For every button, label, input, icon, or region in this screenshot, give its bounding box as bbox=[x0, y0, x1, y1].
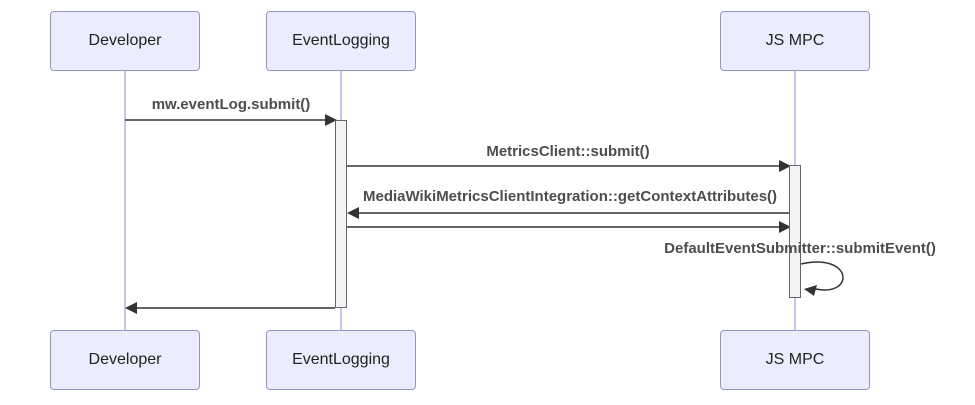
actor-label: EventLogging bbox=[292, 32, 390, 49]
actor-label: Developer bbox=[88, 32, 162, 49]
activation-bar-eventlogging bbox=[335, 120, 347, 308]
actor-jsmpc-bottom: JS MPC bbox=[720, 330, 870, 390]
actor-eventlogging-top: EventLogging bbox=[266, 11, 416, 71]
arrowhead-left-icon bbox=[125, 302, 137, 314]
arrowhead-right-icon bbox=[779, 221, 791, 233]
message-label-getcontextattributes: MediaWikiMetricsClientIntegration::getCo… bbox=[362, 188, 778, 205]
arrowhead-left-icon bbox=[804, 285, 817, 296]
actor-eventlogging-bottom: EventLogging bbox=[266, 330, 416, 390]
message-label-metricsclient-submit: MetricsClient::submit() bbox=[486, 143, 650, 160]
actor-jsmpc-top: JS MPC bbox=[720, 11, 870, 71]
message-label-submit: mw.eventLog.submit() bbox=[151, 96, 311, 113]
actor-label: Developer bbox=[88, 351, 162, 368]
arrowhead-right-icon bbox=[779, 160, 791, 172]
actor-label: EventLogging bbox=[292, 351, 390, 368]
actor-label: JS MPC bbox=[765, 32, 825, 49]
activation-bar-jsmpc bbox=[789, 165, 801, 298]
arrowhead-right-icon bbox=[325, 114, 337, 126]
actor-developer-top: Developer bbox=[50, 11, 200, 71]
message-label-submitevent: DefaultEventSubmitter::submitEvent() bbox=[664, 240, 936, 257]
arrowhead-left-icon bbox=[347, 207, 359, 219]
actor-developer-bottom: Developer bbox=[50, 330, 200, 390]
actor-label: JS MPC bbox=[765, 351, 825, 368]
message-line-self-loop bbox=[800, 261, 844, 291]
